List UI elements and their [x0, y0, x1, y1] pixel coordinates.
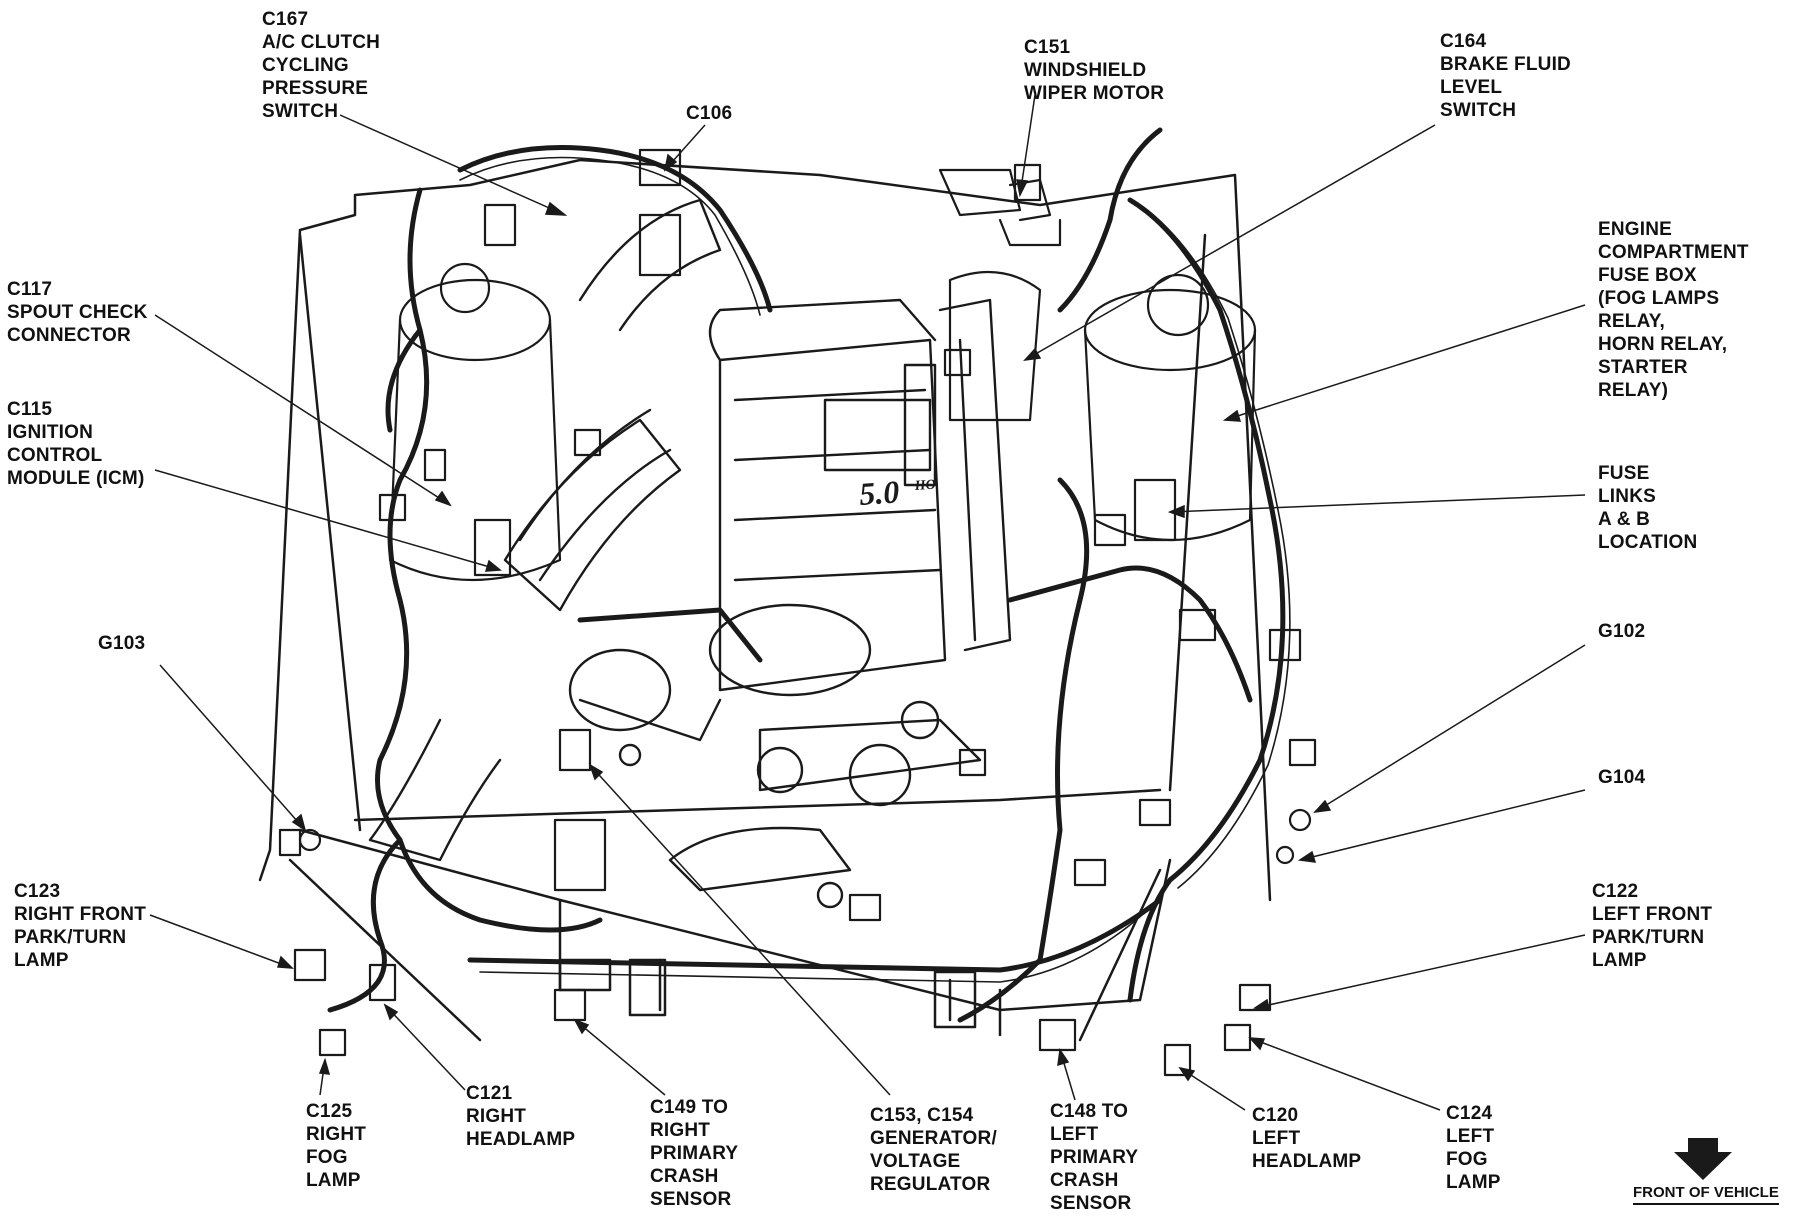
- leader-c124: [1248, 1037, 1441, 1111]
- callout-c106: C106: [686, 103, 733, 124]
- callout-c167: C167 A/C CLUTCH CYCLING PRESSURE SWITCH: [262, 9, 381, 122]
- reservoirs: [388, 262, 1257, 582]
- air-intake: [368, 198, 722, 862]
- callout-c164: C164 BRAKE FLUID LEVEL SWITCH: [1440, 31, 1571, 121]
- callout-c124: C124 LEFT FOG LAMP: [1446, 1103, 1501, 1193]
- leader-lines: [149, 94, 1586, 1111]
- engine-badge: 5.0: [858, 473, 900, 512]
- leader-c122: [1252, 934, 1586, 1011]
- leader-c164: [1023, 124, 1436, 362]
- leader-fuse-box: [1222, 304, 1586, 422]
- wiring-harness: [327, 127, 1286, 1023]
- leader-c115: [154, 469, 502, 572]
- engine-block: [708, 298, 1012, 697]
- front-of-vehicle-label: FRONT OF VEHICLE: [1633, 1184, 1779, 1205]
- callout-c121: C121 RIGHT HEADLAMP: [466, 1083, 576, 1150]
- leader-c151: [1016, 94, 1036, 198]
- leader-c121: [383, 1003, 466, 1091]
- leader-c148: [1057, 1047, 1076, 1101]
- callout-fuse-links: FUSE LINKS A & B LOCATION: [1598, 463, 1698, 553]
- ground-points: [298, 808, 1312, 865]
- leader-g103: [159, 664, 307, 832]
- wiring-harness-tape: [459, 156, 1291, 983]
- callout-c125: C125 RIGHT FOG LAMP: [306, 1101, 367, 1191]
- leader-fuse-links: [1167, 494, 1586, 519]
- callout-c122: C122 LEFT FRONT PARK/TURN LAMP: [1592, 881, 1713, 971]
- wiper-motor: [938, 168, 1062, 247]
- callout-c149: C149 TO RIGHT PRIMARY CRASH SENSOR: [650, 1097, 739, 1210]
- callout-c151: C151 WINDSHIELD WIPER MOTOR: [1024, 37, 1165, 104]
- callout-c115: C115 IGNITION CONTROL MODULE (ICM): [7, 399, 145, 489]
- leader-g104: [1297, 789, 1586, 863]
- front-arrow-icon: [1674, 1138, 1732, 1180]
- callout-g102: G102: [1598, 621, 1646, 642]
- callout-c120: C120 LEFT HEADLAMP: [1252, 1105, 1362, 1172]
- connectors: [278, 148, 1317, 1077]
- callout-fuse-box: ENGINE COMPARTMENT FUSE BOX (FOG LAMPS R…: [1598, 219, 1749, 401]
- engine-badge-suffix: HO: [913, 478, 936, 494]
- leader-c117: [154, 314, 452, 507]
- generator: [568, 648, 982, 909]
- leader-g102: [1313, 644, 1586, 814]
- leader-c120: [1178, 1066, 1246, 1111]
- callout-c117: C117 SPOUT CHECK CONNECTOR: [7, 279, 148, 346]
- callout-c123: C123 RIGHT FRONT PARK/TURN LAMP: [14, 881, 147, 971]
- callout-g103: G103: [98, 633, 146, 654]
- callout-c153: C153, C154 GENERATOR/ VOLTAGE REGULATOR: [870, 1105, 997, 1195]
- leader-c153: [588, 763, 891, 1096]
- callout-c148: C148 TO LEFT PRIMARY CRASH SENSOR: [1050, 1101, 1139, 1214]
- leader-c106: [663, 124, 706, 172]
- leader-c167: [339, 114, 568, 216]
- leader-c125: [318, 1057, 331, 1096]
- callout-g104: G104: [1598, 767, 1646, 788]
- leader-c149: [573, 1018, 666, 1096]
- leader-c123: [149, 914, 294, 969]
